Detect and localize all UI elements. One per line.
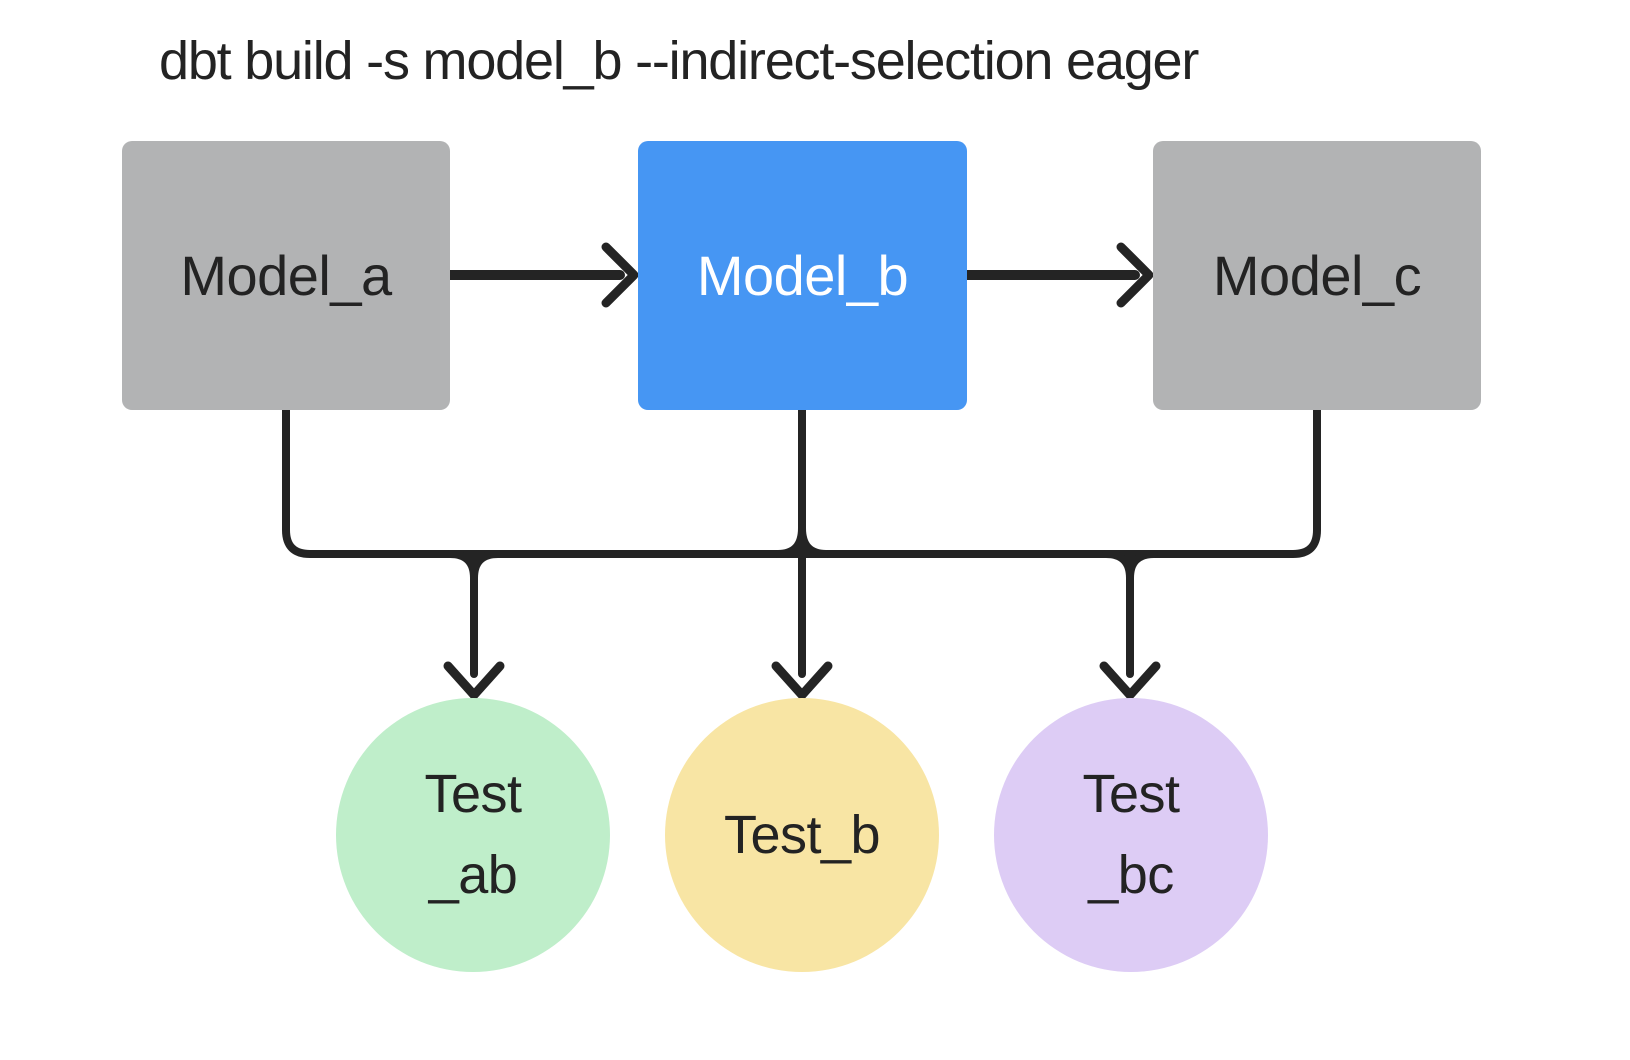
arrowhead-model-b-icon <box>601 242 639 308</box>
node-test-ab: Test _ab <box>336 698 610 972</box>
arrowhead-test-bc-icon <box>1099 661 1161 700</box>
node-test-bc-label-line2: _bc <box>1088 845 1174 905</box>
node-test-b: Test_b <box>665 698 939 972</box>
diagram-title: dbt build -s model_b --indirect-selectio… <box>159 31 1199 91</box>
arrowhead-test-b-icon <box>771 661 833 700</box>
node-model-c-label: Model_c <box>1212 244 1422 307</box>
node-test-bc-label-line1: Test <box>1082 764 1180 824</box>
node-test-ab-label-line2: _ab <box>428 845 518 905</box>
edge-junction-fillets-model-b <box>774 524 830 558</box>
node-test-ab-label-line1: Test <box>424 764 522 824</box>
node-test-bc: Test _bc <box>994 698 1268 972</box>
node-model-a-label: Model_a <box>180 244 392 307</box>
arrowhead-model-c-icon <box>1116 242 1154 308</box>
node-model-a: Model_a <box>122 141 450 410</box>
arrowhead-test-ab-icon <box>443 661 505 700</box>
node-test-b-label-line1: Test_b <box>723 804 881 865</box>
node-model-b: Model_b <box>638 141 967 410</box>
node-model-b-label: Model_b <box>696 244 909 307</box>
node-model-c: Model_c <box>1153 141 1481 410</box>
